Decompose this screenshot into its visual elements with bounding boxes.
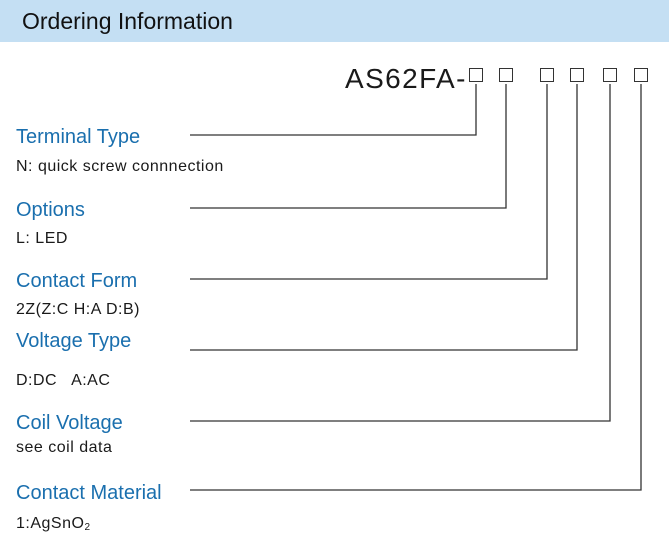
- section-desc-contact-material: 1:AgSnO2: [16, 515, 91, 533]
- model-code-prefix: AS62FA-: [345, 63, 467, 94]
- section-desc-contact-material-text: 1:AgSnO: [16, 515, 85, 532]
- section-title-voltage-type: Voltage Type: [16, 330, 132, 352]
- page-title: Ordering Information: [22, 8, 233, 34]
- code-slot-voltage-type: [570, 68, 584, 82]
- connector-terminal-type: [190, 84, 477, 136]
- section-title-contact-material: Contact Material: [16, 482, 162, 504]
- connector-contact-material: [190, 84, 642, 491]
- section-desc-voltage-type: D:DC A:AC: [16, 372, 111, 389]
- code-slot-contact-material: [634, 68, 648, 82]
- connector-coil-voltage: [190, 84, 611, 422]
- section-desc-terminal-type: N: quick screw connnection: [16, 158, 224, 175]
- section-title-contact-form: Contact Form: [16, 270, 138, 292]
- subscript-two: 2: [84, 522, 91, 533]
- code-slot-options: [499, 68, 513, 82]
- section-title-terminal-type: Terminal Type: [16, 126, 141, 148]
- section-desc-options: L: LED: [16, 230, 68, 247]
- code-slot-contact-form: [540, 68, 554, 82]
- code-slot-terminal-type: [469, 68, 483, 82]
- header-bar: Ordering Information: [0, 0, 669, 42]
- connector-options: [190, 84, 507, 209]
- connector-contact-form: [190, 84, 548, 280]
- section-desc-coil-voltage: see coil data: [16, 439, 113, 456]
- section-title-options: Options: [16, 199, 85, 221]
- section-desc-contact-form: 2Z(Z:C H:A D:B): [16, 301, 140, 318]
- code-slot-coil-voltage: [603, 68, 617, 82]
- connector-voltage-type: [190, 84, 578, 351]
- section-title-coil-voltage: Coil Voltage: [16, 412, 123, 434]
